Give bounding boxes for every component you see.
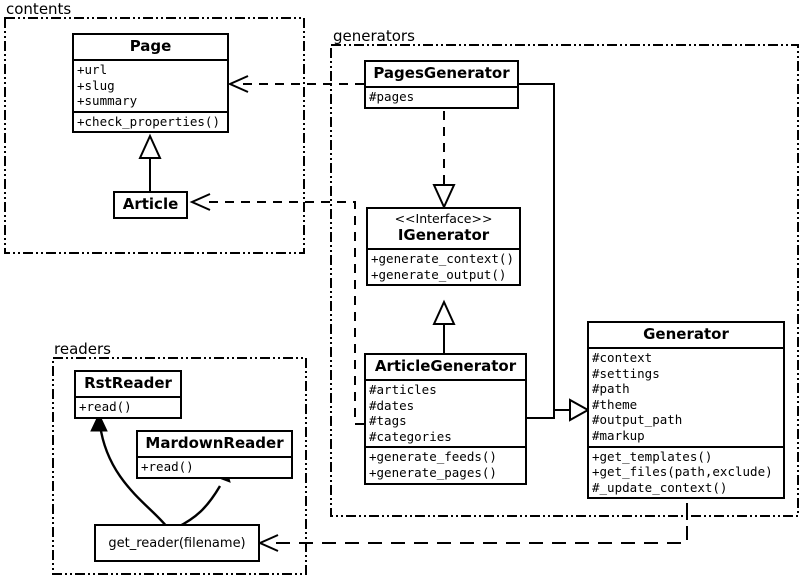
arrowhead-hollow-triangle-igenerator-top (432, 184, 456, 210)
class-name-articlegenerator: ArticleGenerator (374, 357, 517, 375)
class-methods-page: +check_properties() (74, 110, 227, 132)
class-methods-igenerator: +generate_context() +generate_output() (368, 248, 519, 284)
edge-getreader-to-rstreader (98, 424, 168, 528)
attribute-item: #output_path (592, 412, 683, 428)
edge-articlegenerator-to-generator (527, 410, 555, 419)
method-item: +generate_feeds() (369, 449, 497, 465)
class-box-article[interactable]: Article (113, 191, 188, 219)
method-item: #_update_context() (592, 479, 728, 495)
package-border-generators (330, 44, 799, 517)
class-box-igenerator[interactable]: <<Interface>> IGenerator +generate_conte… (366, 207, 521, 287)
class-box-articlegenerator[interactable]: ArticleGenerator #articles #dates #tags … (364, 353, 527, 485)
class-box-mardownreader[interactable]: MardownReader +read() (136, 430, 293, 479)
arrowhead-solid-rstreader (90, 412, 108, 432)
class-name-rstreader: RstReader (84, 374, 172, 392)
attribute-item: #articles (369, 382, 437, 397)
class-box-rstreader[interactable]: RstReader +read() (74, 370, 182, 419)
class-methods-rstreader: +read() (76, 396, 180, 417)
attribute-item: #theme (592, 396, 638, 412)
class-header-igenerator: <<Interface>> IGenerator (368, 209, 519, 248)
class-methods-generator: +get_templates() +get_files(path,exclude… (589, 445, 783, 498)
arrowhead-hollow-triangle-igenerator-bottom (432, 299, 456, 325)
class-methods-mardownreader: +read() (138, 456, 291, 477)
method-item: +read() (79, 399, 132, 414)
attribute-item: #path (592, 381, 630, 397)
class-name-pagesgenerator: PagesGenerator (373, 64, 510, 82)
arrowhead-open-page (227, 75, 249, 93)
edge-getreader-to-mardownreader (175, 485, 222, 530)
function-label-get-reader: get_reader(filename) (108, 535, 246, 551)
attribute-item: #settings (592, 365, 660, 381)
class-name-page: Page (129, 37, 172, 55)
attribute-item: +url (77, 62, 108, 77)
function-box-get-reader[interactable]: get_reader(filename) (94, 524, 260, 562)
arrowhead-hollow-triangle-page (138, 133, 162, 159)
package-border-contents (4, 17, 305, 254)
method-item: +generate_output() (371, 266, 507, 282)
package-border-readers (52, 357, 307, 575)
class-box-pagesgenerator[interactable]: PagesGenerator #pages (364, 60, 519, 109)
edge-pagesgenerator-to-generator (519, 83, 572, 411)
attribute-item: #pages (369, 89, 415, 104)
class-stereotype-igenerator: <<Interface>> (394, 211, 493, 226)
method-item: +check_properties() (77, 113, 220, 129)
attribute-item: #markup (592, 427, 645, 443)
class-attributes-generator: #context #settings #path #theme #output_… (589, 347, 783, 446)
method-item: +generate_context() (371, 251, 514, 266)
attribute-item: #context (592, 350, 653, 365)
class-box-page[interactable]: Page +url +slug +summary +check_properti… (72, 33, 229, 134)
package-label-contents: contents (6, 0, 72, 18)
package-label-generators: generators (333, 27, 415, 45)
class-attributes-articlegenerator: #articles #dates #tags #categories (366, 379, 525, 446)
class-methods-articlegenerator: +generate_feeds() +generate_pages() (366, 446, 525, 482)
method-item: +generate_pages() (369, 464, 497, 480)
class-name-generator: Generator (643, 325, 729, 343)
method-item: +get_templates() (592, 448, 713, 464)
attribute-item: #categories (369, 428, 452, 444)
class-name-mardownreader: MardownReader (145, 434, 284, 452)
arrowhead-open-article (189, 193, 211, 211)
attribute-item: +slug (77, 77, 115, 93)
edge-generator-to-getreader (273, 503, 688, 544)
class-attributes-pagesgenerator: #pages (366, 86, 517, 107)
class-attributes-page: +url +slug +summary (74, 59, 227, 111)
edge-articlegenerator-to-article (205, 201, 364, 425)
method-item: +read() (141, 459, 194, 474)
method-item: +get_files(path,exclude) (592, 464, 773, 480)
class-name-article: Article (122, 195, 179, 213)
class-name-igenerator: IGenerator (397, 226, 490, 244)
package-label-readers: readers (54, 340, 111, 358)
class-box-generator[interactable]: Generator #context #settings #path #them… (587, 321, 785, 500)
attribute-item: #dates (369, 397, 415, 413)
arrowhead-hollow-triangle-generator (569, 398, 591, 422)
arrowhead-open-getreader (257, 534, 279, 552)
attribute-item: +summary (77, 93, 138, 109)
attribute-item: #tags (369, 413, 407, 429)
